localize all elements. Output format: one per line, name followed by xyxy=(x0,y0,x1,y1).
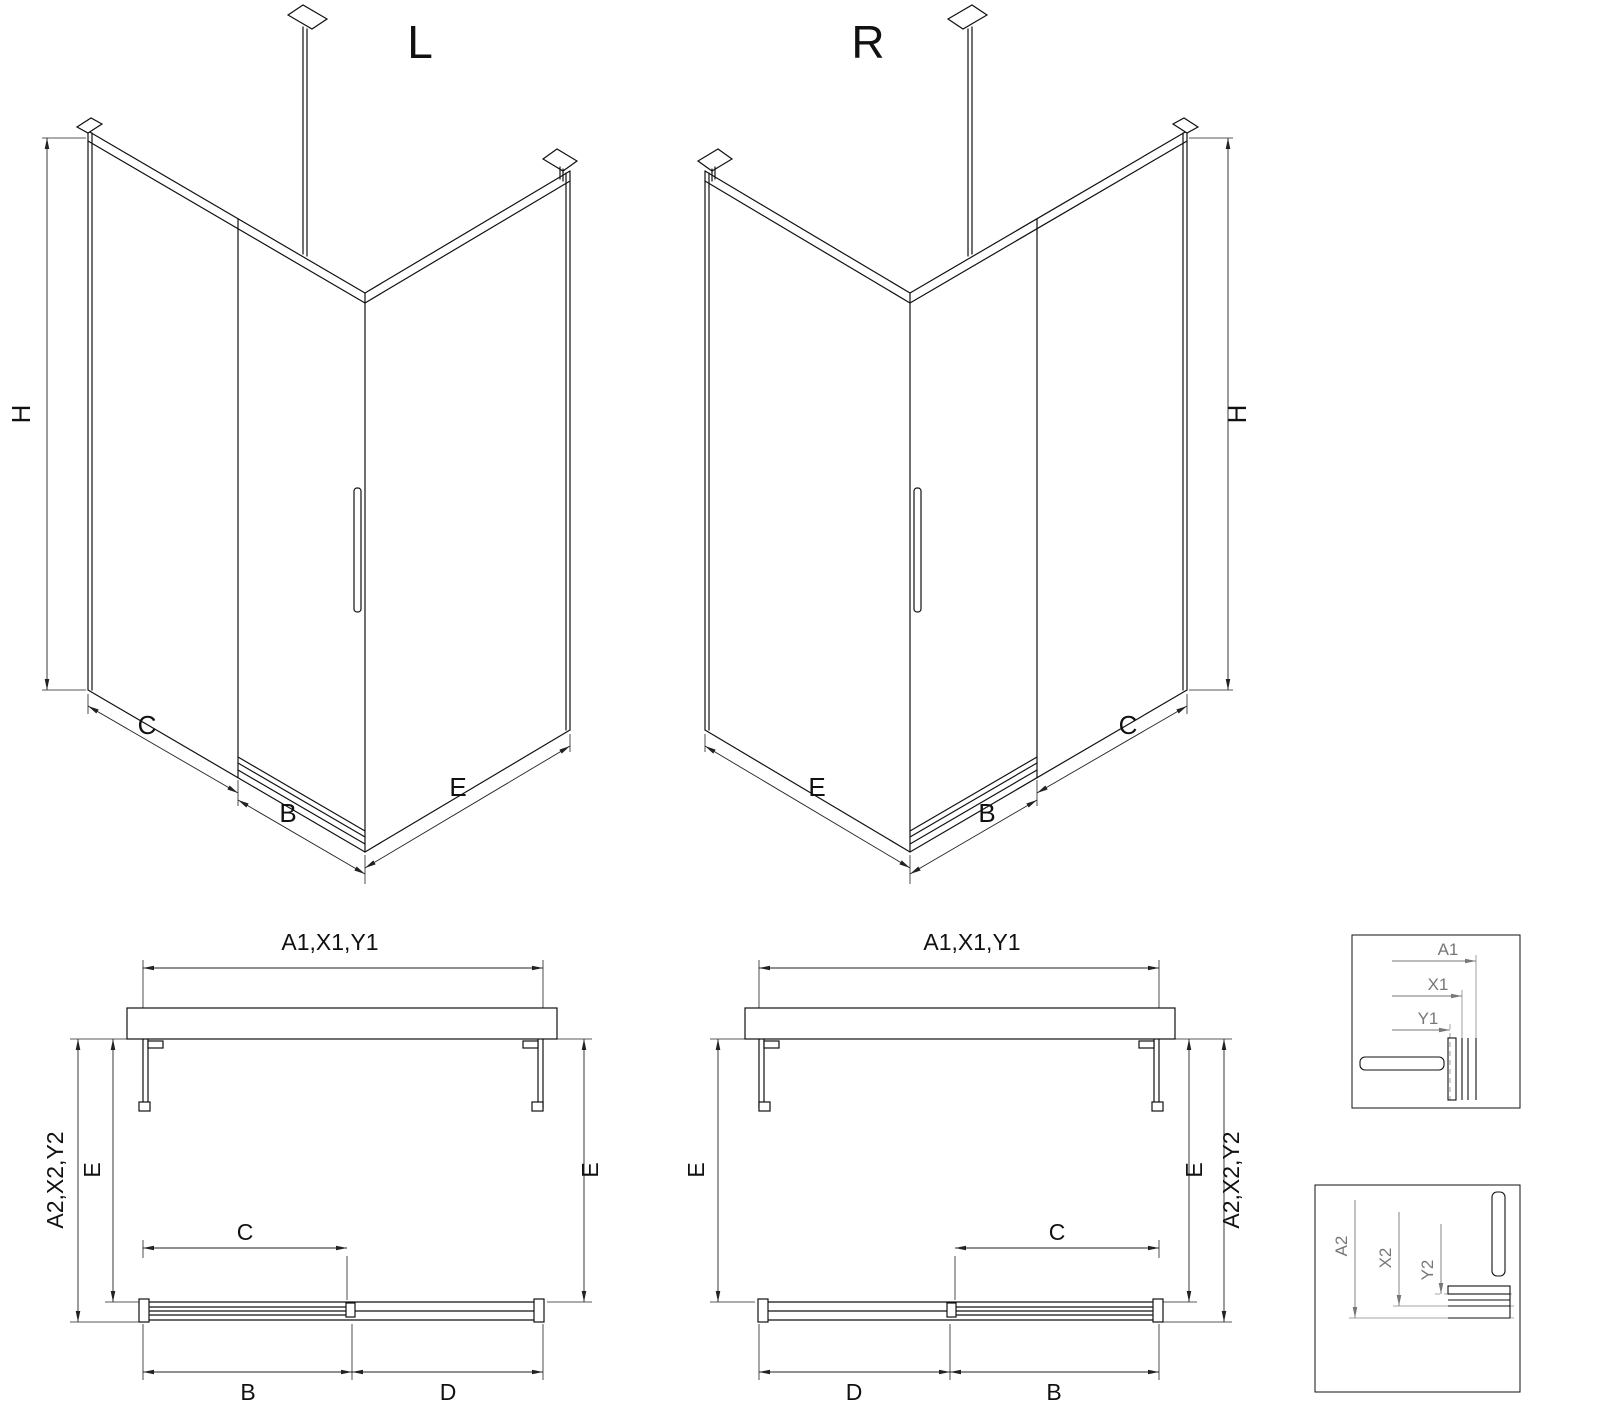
dim-label-fixed-width: C xyxy=(1119,710,1138,740)
detail-frame xyxy=(1314,1184,1521,1393)
plan-view-right: A1,X1,Y1 A2,X2,Y2 E E C B D xyxy=(683,929,1244,1405)
dim-label-door-width: B xyxy=(978,798,995,828)
dim-label-total-width: A1,X1,Y1 xyxy=(923,929,1020,955)
dim-label-opening-width: C xyxy=(1049,1219,1066,1245)
dim-label-side-width: E xyxy=(449,772,466,802)
dim-label-y1: Y1 xyxy=(1418,1009,1439,1028)
side-panel-left xyxy=(138,1038,164,1112)
dim-label-fixed-width: D xyxy=(440,1379,457,1405)
bathroom-wall-section xyxy=(744,1007,1176,1040)
variant-title-left: L xyxy=(407,16,433,68)
dim-label-total-depth: A2,X2,Y2 xyxy=(42,1131,68,1228)
dim-label-side-depth-left: E xyxy=(683,1162,709,1177)
dim-label-door-width: B xyxy=(240,1379,255,1405)
door-handle xyxy=(353,487,362,613)
dim-label-side-depth-right: E xyxy=(577,1162,603,1177)
detail-profile-section xyxy=(1359,1037,1477,1101)
dim-label-fixed-width: D xyxy=(846,1379,863,1405)
glass-section xyxy=(1447,1037,1457,1101)
plan-view-left: A1,X1,Y1 A2,X2,Y2 E E C B D xyxy=(42,929,603,1405)
plan-dimension-lines xyxy=(70,960,592,1380)
side-panel-right xyxy=(522,1038,544,1112)
dim-label-height: H xyxy=(6,405,36,424)
sliding-door-assembly xyxy=(138,1298,545,1323)
dim-label-door-width: B xyxy=(279,798,296,828)
side-support-bracket xyxy=(541,148,579,172)
iso-view-right: R H C B E xyxy=(808,16,1252,828)
detail-view-width: A1 X1 Y1 xyxy=(1351,934,1521,1109)
dim-label-fixed-width: C xyxy=(138,710,157,740)
dim-label-total-depth: A2,X2,Y2 xyxy=(1218,1131,1244,1228)
dim-label-door-width: B xyxy=(1046,1379,1061,1405)
dim-label-height: H xyxy=(1222,405,1252,424)
iso-dimension-lines xyxy=(42,137,571,884)
dim-label-a2: A2 xyxy=(1332,1236,1351,1257)
detail-profile-section xyxy=(1447,1191,1511,1319)
dim-label-opening-width: C xyxy=(237,1219,254,1245)
support-brackets xyxy=(75,4,579,257)
glass-section xyxy=(1447,1285,1511,1295)
rail-profile xyxy=(1359,1056,1445,1071)
detail-view-depth: A2 X2 Y2 xyxy=(1314,1184,1521,1393)
rail-profile xyxy=(1491,1191,1506,1277)
dim-label-a1: A1 xyxy=(1438,940,1459,959)
iso-enclosure-geometry xyxy=(42,4,579,884)
wall-bracket xyxy=(75,117,104,134)
dim-label-side-depth-right: E xyxy=(1181,1162,1207,1177)
dim-label-side-width: E xyxy=(808,772,825,802)
dim-label-y2: Y2 xyxy=(1418,1260,1437,1281)
dim-label-x2: X2 xyxy=(1376,1248,1395,1269)
dim-label-side-depth-left: E xyxy=(79,1162,105,1177)
plan-enclosure-geometry xyxy=(70,960,592,1380)
dim-label-x1: X1 xyxy=(1428,975,1449,994)
bathroom-wall-section xyxy=(126,1007,558,1040)
detail-frame xyxy=(1351,934,1521,1109)
dim-label-total-width: A1,X1,Y1 xyxy=(281,929,378,955)
top-support-bracket xyxy=(286,4,329,30)
variant-title-right: R xyxy=(851,16,884,68)
iso-view-left: L H C B E xyxy=(6,16,467,828)
